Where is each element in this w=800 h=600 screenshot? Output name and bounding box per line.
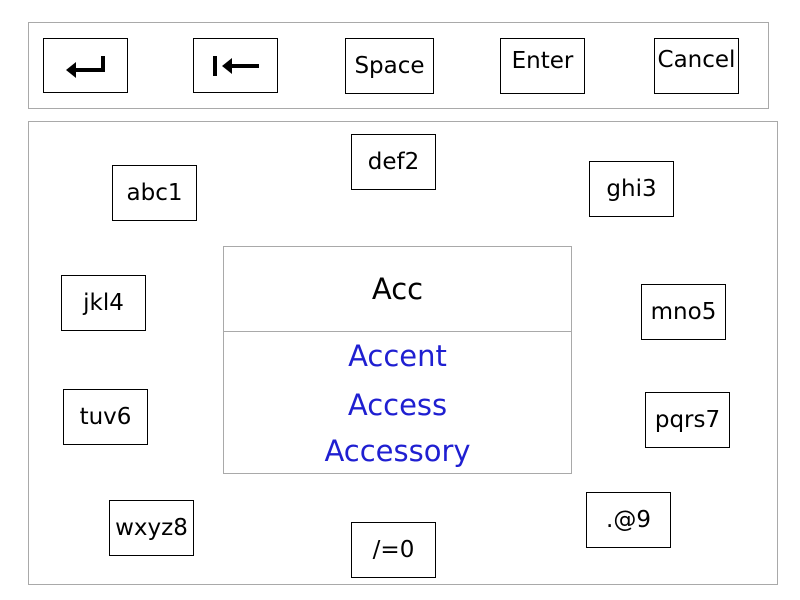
backspace-button[interactable]: [193, 38, 278, 93]
return-arrow-icon: [65, 55, 105, 78]
key-label: def2: [367, 149, 420, 175]
newline-button[interactable]: [43, 38, 128, 93]
key-def2[interactable]: def2: [351, 134, 436, 190]
key-label: pqrs7: [654, 407, 721, 433]
key-label: /=0: [372, 537, 415, 563]
space-button[interactable]: Space: [345, 38, 434, 94]
key-slash-equals-0[interactable]: /=0: [351, 522, 436, 578]
key-tuv6[interactable]: tuv6: [63, 389, 148, 445]
enter-button[interactable]: Enter: [500, 38, 585, 94]
key-jkl4[interactable]: jkl4: [61, 275, 146, 331]
typed-text: Acc: [224, 247, 571, 332]
key-label: mno5: [650, 299, 717, 325]
key-label: jkl4: [83, 290, 124, 316]
key-wxyz8[interactable]: wxyz8: [109, 500, 194, 556]
key-abc1[interactable]: abc1: [112, 165, 197, 221]
key-label: wxyz8: [115, 515, 188, 541]
key-pqrs7[interactable]: pqrs7: [645, 392, 730, 448]
keypad-panel: [28, 121, 778, 585]
key-label: abc1: [126, 180, 183, 206]
cancel-label: Cancel: [657, 47, 736, 73]
suggestion-item[interactable]: Access: [347, 388, 448, 422]
suggestion-item[interactable]: Accessory: [324, 434, 471, 468]
space-label: Space: [354, 53, 425, 79]
key-label: ghi3: [606, 176, 657, 202]
cancel-button[interactable]: Cancel: [654, 38, 739, 94]
key-dot-at-9[interactable]: .@9: [586, 492, 671, 548]
key-ghi3[interactable]: ghi3: [589, 161, 674, 217]
suggestion-panel: Acc Accent Access Accessory: [223, 246, 572, 474]
backspace-arrow-icon: [212, 55, 259, 76]
key-label: tuv6: [79, 404, 132, 430]
suggestion-item[interactable]: Accent: [348, 339, 447, 373]
toolbar: [28, 22, 769, 109]
key-label: .@9: [606, 507, 651, 533]
key-mno5[interactable]: mno5: [641, 284, 726, 340]
enter-label: Enter: [511, 48, 574, 74]
